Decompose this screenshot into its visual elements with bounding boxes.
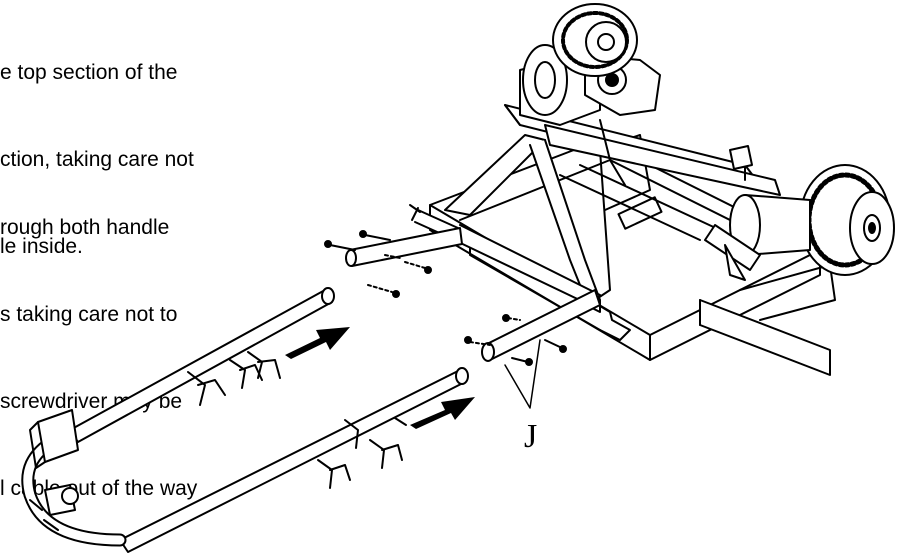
tube-lower [481,289,601,362]
instruction-step-bottom: rough both handle s taking care not to s… [0,155,197,532]
tube-upper [345,227,463,267]
instruction-line: rough both handle [0,216,170,239]
wheel-right [799,164,895,276]
instruction-line: ction, taking care not [0,148,194,171]
direction-arrow-upper [285,327,350,359]
wheel-top [552,3,638,77]
handle-assembly [21,287,469,553]
instruction-line: s taking care not to [0,303,178,326]
part-label-j: J [524,418,538,455]
instruction-line: le inside. [0,235,83,258]
motor [704,194,811,281]
bolts-upper [324,230,432,298]
instruction-step-top: e top section of the ction, taking care … [0,0,194,290]
direction-arrow-lower [410,397,475,429]
instruction-line: e top section of the [0,61,178,84]
bolts-lower [464,314,567,409]
